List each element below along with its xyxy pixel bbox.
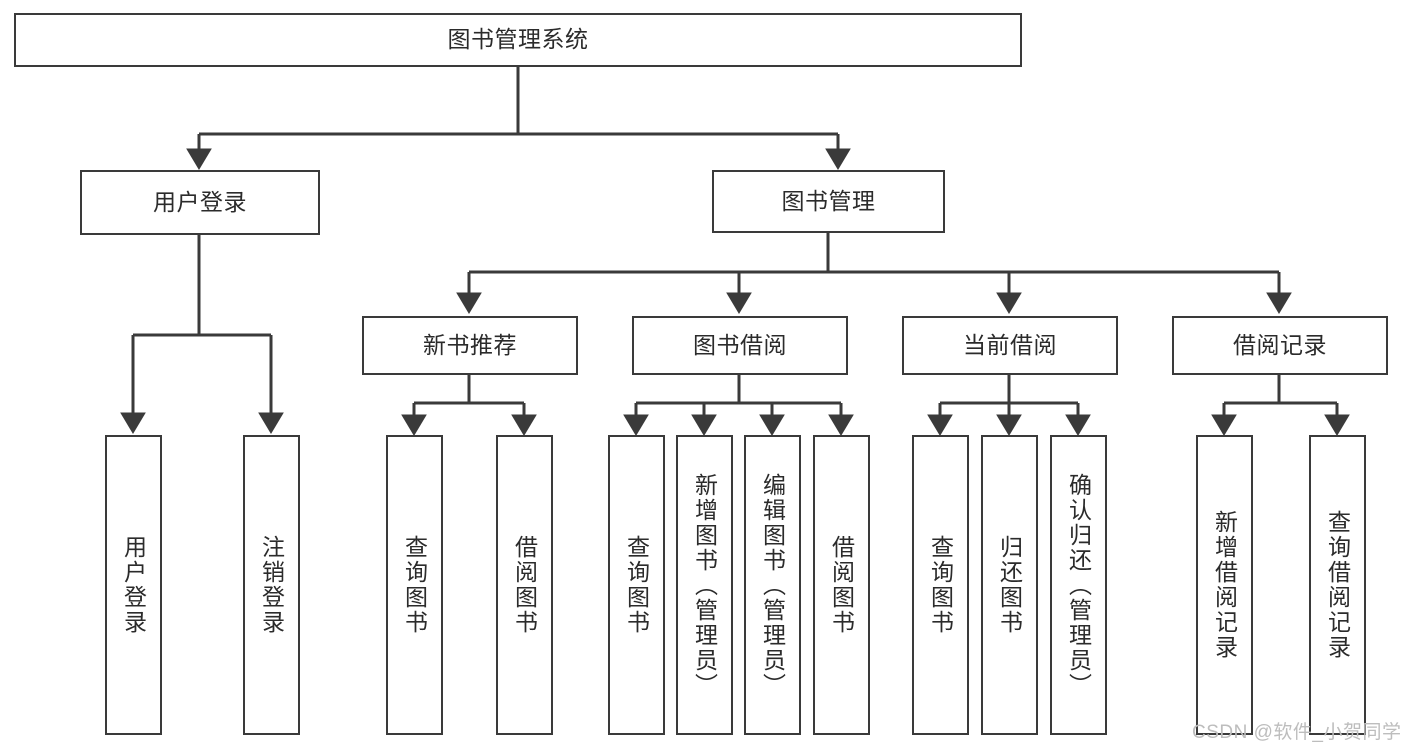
node-label: 借阅图书 [828, 535, 855, 635]
node-leaf-query-book-borrow[interactable]: 查询图书 [608, 435, 665, 735]
node-label: 新增图书（管理员） [691, 472, 718, 698]
node-leaf-query-book-newbook[interactable]: 查询图书 [386, 435, 443, 735]
node-label: 查询借阅记录 [1324, 510, 1351, 660]
node-label: 归还图书 [996, 535, 1023, 635]
node-label: 用户登录 [153, 188, 247, 215]
node-label: 图书管理 [781, 187, 876, 214]
node-borrow-record[interactable]: 借阅记录 [1172, 316, 1388, 375]
node-label: 当前借阅 [963, 331, 1057, 358]
node-label: 查询图书 [927, 535, 954, 635]
node-label: 新书推荐 [423, 331, 517, 358]
node-label: 用户登录 [120, 535, 147, 635]
node-book-management[interactable]: 图书管理 [712, 170, 945, 233]
node-leaf-edit-book-admin[interactable]: 编辑图书（管理员） [744, 435, 801, 735]
node-leaf-borrow-book-newbook[interactable]: 借阅图书 [496, 435, 553, 735]
node-leaf-user-login[interactable]: 用户登录 [105, 435, 162, 735]
node-leaf-query-borrow-record[interactable]: 查询借阅记录 [1309, 435, 1366, 735]
node-label: 图书管理系统 [447, 26, 589, 53]
node-book-borrow[interactable]: 图书借阅 [632, 316, 848, 375]
node-label: 确认归还（管理员） [1065, 472, 1092, 698]
node-leaf-return-book[interactable]: 归还图书 [981, 435, 1038, 735]
node-label: 查询图书 [623, 535, 650, 635]
node-leaf-add-book-admin[interactable]: 新增图书（管理员） [676, 435, 733, 735]
node-leaf-add-borrow-record[interactable]: 新增借阅记录 [1196, 435, 1253, 735]
node-root-book-management-system[interactable]: 图书管理系统 [14, 13, 1022, 67]
node-leaf-logout[interactable]: 注销登录 [243, 435, 300, 735]
node-label: 注销登录 [258, 535, 285, 635]
node-label: 借阅图书 [511, 535, 538, 635]
node-leaf-borrow-book[interactable]: 借阅图书 [813, 435, 870, 735]
node-new-book-recommend[interactable]: 新书推荐 [362, 316, 578, 375]
node-label: 编辑图书（管理员） [759, 472, 786, 698]
node-label: 新增借阅记录 [1211, 510, 1238, 660]
node-label: 图书借阅 [693, 331, 787, 358]
node-user-login[interactable]: 用户登录 [80, 170, 320, 235]
node-label: 查询图书 [401, 535, 428, 635]
node-leaf-query-book-current[interactable]: 查询图书 [912, 435, 969, 735]
node-leaf-confirm-return-admin[interactable]: 确认归还（管理员） [1050, 435, 1107, 735]
node-current-borrow[interactable]: 当前借阅 [902, 316, 1118, 375]
node-label: 借阅记录 [1233, 331, 1327, 358]
